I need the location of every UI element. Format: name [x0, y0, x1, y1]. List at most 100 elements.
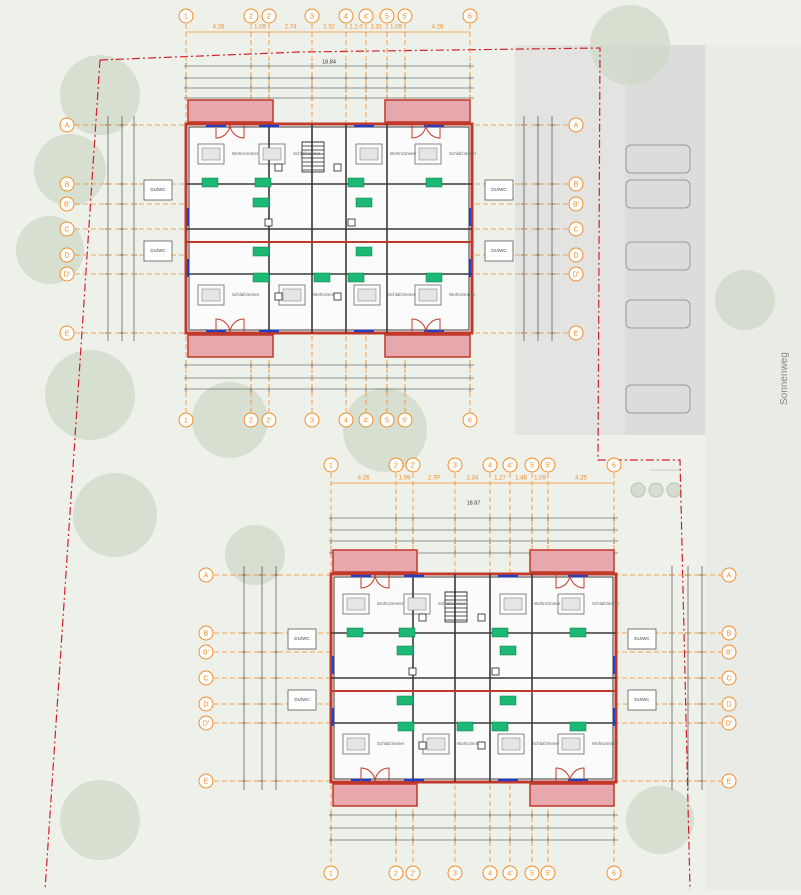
room-label: Wohnzimmer: [232, 151, 259, 156]
balcony-1: [529, 549, 615, 573]
axis-bubble-label: 4: [488, 462, 492, 469]
axis-bubble-label: B: [204, 630, 209, 637]
room-label: Schlafzimmer: [293, 151, 321, 156]
axis-dim-value: 2.32: [323, 25, 335, 31]
axis-bubble-label: 6: [612, 870, 616, 877]
furniture: [561, 737, 581, 751]
shaft: [274, 163, 283, 172]
axis-bubble: [59, 117, 75, 133]
axis-bubble-label: 3: [453, 870, 457, 877]
axis-bubble-label: D: [573, 252, 578, 259]
axis-dim-value: 1.09: [254, 25, 266, 31]
side-info-box: [484, 179, 514, 201]
furniture: [407, 597, 427, 611]
furniture: [346, 737, 366, 751]
axis-bubble: [540, 865, 556, 881]
axis-bubble: [447, 865, 463, 881]
tree-7: [343, 388, 427, 472]
room-tag-10: [491, 721, 509, 732]
axis-bubble: [198, 567, 214, 583]
axis-dim-value: 1.27: [494, 476, 506, 482]
axis-bubble-label: 5: [530, 870, 534, 877]
axis-bubble-label: D: [203, 701, 208, 708]
axis-bubble-label: 4': [363, 13, 368, 20]
axis-bubble: [405, 457, 421, 473]
axis-dim-value: 4.25: [575, 476, 587, 482]
axis-bubble-label: 2': [266, 417, 271, 424]
door-swing: [374, 767, 390, 783]
axis-dim-value: 4.26: [432, 25, 444, 31]
tree-11: [715, 270, 775, 330]
axis-bubble: [59, 176, 75, 192]
axis-bubble: [721, 715, 737, 731]
shaft: [477, 613, 486, 622]
side-info-box: [627, 628, 657, 650]
room-tag-5: [355, 197, 373, 208]
furniture-bed: [197, 143, 225, 165]
axis-bubble: [568, 117, 584, 133]
tree-3: [45, 350, 135, 440]
tree-0: [60, 55, 140, 135]
side-info-label: DU/WC: [294, 697, 310, 702]
side-info-box: [143, 179, 173, 201]
axis-bubble-label: 4': [363, 417, 368, 424]
room-label: Wohnzimmer: [390, 151, 417, 156]
axis-bubble-label: E: [204, 778, 209, 785]
axis-bubble: [388, 865, 404, 881]
room-tag-8: [252, 272, 270, 283]
axis-bubble: [397, 412, 413, 428]
axis-bubble-label: 2: [249, 13, 253, 20]
axis-bubble: [304, 8, 320, 24]
overall-dimension: 18.84: [322, 59, 336, 65]
side-info-label: DU/WC: [150, 248, 166, 253]
axis-bubble-label: B': [573, 201, 579, 208]
axis-bubble: [323, 457, 339, 473]
stair: [301, 141, 325, 173]
axis-bubble-label: 5': [545, 870, 550, 877]
axis-bubble-label: 1: [184, 417, 188, 424]
axis-bubble-label: 2': [266, 13, 271, 20]
axis-dim-value: 1.09: [534, 476, 546, 482]
axis-bubble-label: D': [573, 271, 579, 278]
door-swing: [569, 767, 585, 783]
side-info-box: [627, 689, 657, 711]
room-tag-0: [346, 627, 364, 638]
balcony-2: [187, 334, 274, 358]
room-label: Wohnzimmer: [377, 601, 404, 606]
furniture: [418, 147, 438, 161]
axis-bubble-label: 1: [329, 462, 333, 469]
axis-bubble: [568, 221, 584, 237]
street-name-label: Sonnenweg: [779, 352, 790, 405]
furniture: [359, 147, 379, 161]
axis-bubble: [721, 670, 737, 686]
axis-bubble-label: D': [726, 720, 732, 727]
axis-bubble: [198, 625, 214, 641]
tree-6: [192, 382, 268, 458]
shaft: [274, 292, 283, 301]
furniture: [501, 737, 521, 751]
furniture-bed: [499, 593, 527, 615]
room-label: Wohnzimmer: [534, 601, 561, 606]
room-label: Schlafzimmer: [232, 292, 260, 297]
axis-bubble-label: 5': [402, 417, 407, 424]
side-info-box: [484, 240, 514, 262]
room-label: Schlafzimmer: [532, 741, 560, 746]
axis-bubble-label: D: [64, 252, 69, 259]
door-swing: [569, 573, 585, 589]
axis-bubble: [568, 247, 584, 263]
axis-bubble-label: D': [203, 720, 209, 727]
axis-bubble: [447, 457, 463, 473]
axis-bubble: [358, 412, 374, 428]
axis-bubble: [323, 865, 339, 881]
axis-bubble: [524, 457, 540, 473]
axis-bubble: [606, 865, 622, 881]
room-tag-1: [254, 177, 272, 188]
tree-4: [73, 473, 157, 557]
axis-bubble-label: 4: [488, 870, 492, 877]
furniture-bed: [197, 284, 225, 306]
axis-bubble-label: 5': [402, 13, 407, 20]
axis-bubble: [462, 8, 478, 24]
room-tag-9: [456, 721, 474, 732]
axis-bubble: [568, 266, 584, 282]
